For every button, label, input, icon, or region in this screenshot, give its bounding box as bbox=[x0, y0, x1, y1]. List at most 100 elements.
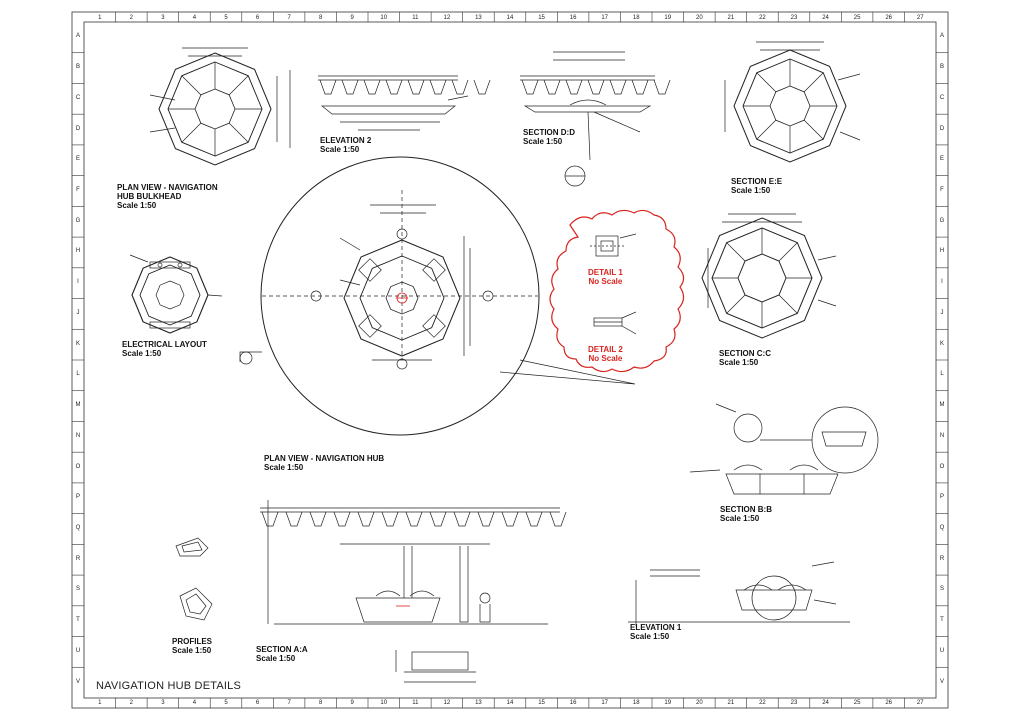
section-dd-label: SECTION D:D Scale 1:50 bbox=[523, 128, 575, 146]
electrical-scale: Scale 1:50 bbox=[122, 349, 162, 358]
section-aa-scale: Scale 1:50 bbox=[256, 654, 296, 663]
plan-hub-scale: Scale 1:50 bbox=[264, 463, 304, 472]
section-bb-title: SECTION B:B bbox=[720, 505, 772, 514]
grid-row-label: J bbox=[940, 309, 944, 316]
grid-col-label: 17 bbox=[601, 700, 608, 706]
grid-col-label: 24 bbox=[822, 700, 829, 706]
grid-row-label: M bbox=[75, 402, 81, 409]
grid-row-label: J bbox=[76, 309, 80, 316]
section-dd-drawing bbox=[520, 51, 671, 187]
details-cloud bbox=[549, 209, 685, 373]
grid-row-label: U bbox=[75, 647, 81, 654]
grid-col-label: 16 bbox=[569, 15, 577, 21]
grid-row-label: I bbox=[941, 279, 943, 286]
grid-col-label: 8 bbox=[318, 700, 323, 706]
elevation2-title: ELEVATION 2 bbox=[320, 136, 372, 145]
sheet-title: NAVIGATION HUB DETAILS bbox=[96, 680, 241, 692]
grid-col-label: 14 bbox=[506, 700, 514, 706]
grid-col-label: 20 bbox=[695, 15, 703, 21]
grid-row-label: S bbox=[939, 586, 944, 593]
profiles-title: PROFILES bbox=[172, 637, 213, 646]
grid-row-label: U bbox=[939, 647, 945, 654]
detail2-title: DETAIL 2 bbox=[588, 345, 623, 354]
grid-col-label: 13 bbox=[475, 700, 482, 706]
grid-row-label: E bbox=[939, 156, 944, 163]
section-dd-scale: Scale 1:50 bbox=[523, 137, 563, 146]
grid-row-label: O bbox=[75, 463, 81, 470]
detail2-label: DETAIL 2 No Scale bbox=[588, 345, 623, 363]
detail2-scale: No Scale bbox=[588, 354, 623, 363]
grid-row-label: K bbox=[75, 340, 80, 347]
profiles-drawing bbox=[175, 537, 213, 621]
section-cc-label: SECTION C:C Scale 1:50 bbox=[719, 349, 771, 367]
grid-col-label: 24 bbox=[822, 15, 829, 21]
grid-col-label: 25 bbox=[853, 15, 861, 21]
section-aa-drawing bbox=[260, 500, 567, 683]
grid-col-label: 2 bbox=[129, 15, 133, 21]
elevation2-label: ELEVATION 2 Scale 1:50 bbox=[320, 136, 371, 154]
grid-row-label: B bbox=[75, 64, 80, 71]
section-ee-label: SECTION E:E Scale 1:50 bbox=[731, 177, 782, 195]
grid-col-label: 9 bbox=[350, 700, 354, 706]
plan-bulkhead-scale: Scale 1:50 bbox=[117, 201, 157, 210]
grid-row-label: G bbox=[939, 217, 945, 224]
grid-row-label: R bbox=[939, 555, 945, 562]
grid-row-label: G bbox=[75, 217, 81, 224]
grid-col-label: 1 bbox=[98, 700, 102, 706]
grid-col-label: 15 bbox=[538, 15, 545, 21]
profiles-label: PROFILES Scale 1:50 bbox=[172, 637, 212, 655]
elevation2-scale: Scale 1:50 bbox=[320, 145, 360, 154]
grid-row-label: P bbox=[939, 494, 944, 501]
grid-row-label: Q bbox=[75, 525, 81, 531]
section-bb-drawing bbox=[689, 403, 879, 495]
grid-row-label: E bbox=[75, 156, 80, 163]
grid-row-label: Q bbox=[939, 525, 945, 531]
grid-col-label: 11 bbox=[412, 15, 419, 21]
grid-col-label: 3 bbox=[161, 700, 165, 706]
grid-row-label: D bbox=[939, 125, 945, 132]
grid-col-label: 22 bbox=[759, 15, 766, 21]
grid-col-label: 18 bbox=[632, 700, 640, 706]
grid-col-label: 9 bbox=[350, 15, 354, 21]
grid-row-label: F bbox=[940, 187, 944, 193]
grid-col-label: 12 bbox=[443, 15, 451, 21]
grid-row-label: C bbox=[939, 94, 945, 101]
elevation1-scale: Scale 1:50 bbox=[630, 632, 670, 641]
grid-ticks bbox=[72, 12, 948, 708]
grid-row-label: D bbox=[75, 125, 81, 132]
plan-bulkhead-label: PLAN VIEW - NAVIGATION HUB BULKHEAD Scal… bbox=[117, 183, 218, 210]
grid-row-label: N bbox=[939, 432, 945, 439]
elevation2-drawing bbox=[318, 75, 491, 131]
grid-col-label: 6 bbox=[255, 700, 260, 706]
section-ee-scale: Scale 1:50 bbox=[731, 186, 771, 195]
grid-col-label: 22 bbox=[759, 700, 766, 706]
grid-col-label: 12 bbox=[443, 700, 451, 706]
grid-col-label: 21 bbox=[727, 700, 735, 706]
grid-row-label: M bbox=[939, 402, 945, 409]
grid-col-label: 26 bbox=[885, 700, 892, 706]
electrical-title: ELECTRICAL LAYOUT bbox=[122, 340, 207, 349]
detail1-label: DETAIL 1 No Scale bbox=[588, 268, 623, 286]
grid-row-label: L bbox=[76, 371, 80, 378]
grid-col-label: 21 bbox=[727, 15, 735, 21]
grid-row-label: I bbox=[77, 279, 79, 286]
grid-col-label: 10 bbox=[380, 700, 388, 706]
grid-col-label: 11 bbox=[412, 700, 419, 706]
sheet-border bbox=[71, 11, 949, 709]
section-bb-scale: Scale 1:50 bbox=[720, 514, 760, 523]
grid-col-label: 19 bbox=[664, 15, 672, 21]
grid-col-label: 4 bbox=[192, 15, 197, 21]
elevation1-title: ELEVATION 1 bbox=[630, 623, 682, 632]
section-dd-title: SECTION D:D bbox=[523, 128, 575, 137]
plan-hub-title: PLAN VIEW - NAVIGATION HUB bbox=[264, 454, 385, 463]
section-bb-label: SECTION B:B Scale 1:50 bbox=[720, 505, 772, 523]
grid-col-label: 6 bbox=[255, 15, 260, 21]
grid-col-label: 17 bbox=[601, 15, 608, 21]
grid-row-label: F bbox=[76, 187, 80, 193]
grid-row-label: T bbox=[76, 617, 80, 624]
grid-col-label: 26 bbox=[885, 15, 892, 21]
details-drawing bbox=[590, 233, 637, 335]
plan-bulkhead-title-2: HUB BULKHEAD bbox=[117, 192, 182, 201]
grid-col-label: 7 bbox=[287, 700, 291, 706]
